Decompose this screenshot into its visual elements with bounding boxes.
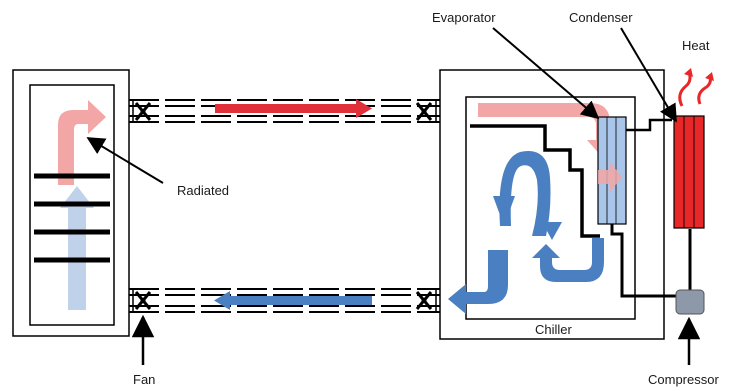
hot-air-flow-arrowhead — [356, 99, 372, 118]
compressor-label: Compressor — [648, 372, 719, 387]
heat-wave-icon — [697, 75, 712, 105]
radiated-label: Radiated — [177, 183, 229, 198]
fan-icon — [134, 291, 152, 310]
evaporator-flow-arrow — [598, 162, 622, 192]
condenser-label: Condenser — [569, 10, 633, 25]
fan-icon — [134, 102, 152, 121]
refrigerant-pipe — [610, 224, 678, 298]
chiller-label: Chiller — [535, 322, 573, 337]
cool-air-flow-arrowhead — [214, 291, 230, 310]
circulating-air-arrowhead — [493, 196, 515, 226]
circulating-air-arrowhead — [542, 222, 562, 240]
fan-icon — [415, 102, 433, 121]
refrigerant-line — [470, 124, 600, 238]
compressor-unit — [675, 289, 705, 315]
condenser-callout-arrow — [620, 27, 677, 123]
heat-wave-icon — [678, 71, 692, 107]
heat-label: Heat — [682, 38, 710, 53]
evaporator-callout-arrow — [492, 27, 600, 120]
hot-air-flow-arrow — [215, 104, 360, 113]
circulating-air-arrow — [499, 151, 551, 236]
fan-label: Fan — [133, 372, 155, 387]
cool-air-outlet-arrow — [448, 250, 508, 314]
evaporator-label: Evaporator — [432, 10, 496, 25]
rising-cool-air-arrow — [60, 186, 94, 310]
radiated-heat-arrow — [58, 100, 106, 185]
bottom-duct — [129, 288, 440, 313]
cool-air-flow-arrow — [226, 296, 372, 305]
condenser-coil — [673, 115, 705, 229]
fan-icon — [415, 291, 433, 310]
radiated-callout-arrow — [86, 137, 164, 184]
return-air-arrow — [532, 238, 604, 282]
